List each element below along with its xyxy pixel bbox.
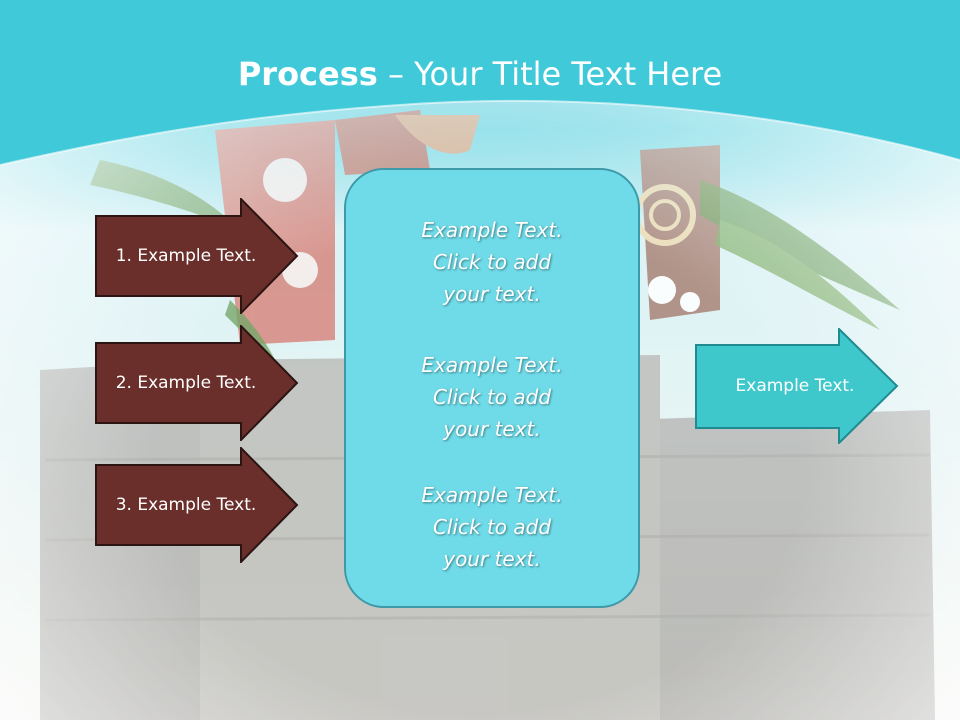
- result-label: Example Text.: [735, 376, 855, 396]
- title-rest: – Your Title Text Here: [377, 55, 723, 93]
- step-label-3: 3. Example Text.: [115, 495, 257, 515]
- center-text-box[interactable]: Example Text. Click to add your text. Ex…: [344, 168, 640, 608]
- center-text-1[interactable]: Example Text. Click to add your text.: [421, 218, 563, 306]
- step-arrow-1[interactable]: 1. Example Text.: [95, 198, 299, 314]
- center-text-3[interactable]: Example Text. Click to add your text.: [421, 483, 563, 571]
- result-arrow[interactable]: Example Text.: [695, 328, 899, 444]
- step-label-1: 1. Example Text.: [115, 246, 257, 266]
- center-text-2[interactable]: Example Text. Click to add your text.: [421, 353, 563, 441]
- step-arrow-2[interactable]: 2. Example Text.: [95, 325, 299, 441]
- header-band: [0, 0, 960, 165]
- slide-title[interactable]: Process – Your Title Text Here: [0, 52, 960, 96]
- title-bold: Process: [237, 55, 378, 93]
- step-arrow-3[interactable]: 3. Example Text.: [95, 447, 299, 563]
- step-label-2: 2. Example Text.: [115, 373, 257, 393]
